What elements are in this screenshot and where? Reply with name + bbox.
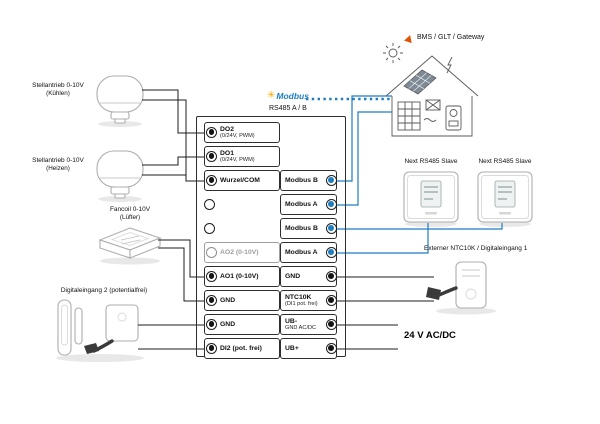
thermostat-2-illustration [477, 171, 533, 223]
terminal-dot [206, 294, 217, 306]
label-external-ntc-text: Externer NTC10K / Digitaleingang 1 [424, 245, 528, 252]
label-slave-2: Next RS485 Slave [476, 158, 534, 166]
modbus-wiring-lines [306, 95, 503, 254]
modbus-logo-text: Modbus [276, 91, 309, 101]
label-actuator-heat: Stellantrieb 0-10V (Heizen) [22, 157, 94, 173]
terminal-ub-plus: UB+ [280, 338, 337, 359]
terminal-dot [206, 174, 217, 186]
terminal-label: Modbus B [285, 224, 318, 232]
ntc-sensor-illustration [426, 261, 487, 309]
terminal-label: DI2 (pot. frei) [220, 344, 262, 352]
label-bms-gateway: BMS / GLT / Gateway [417, 34, 485, 41]
terminal-ao2: AO2 (0-10V) [204, 242, 280, 263]
terminal-do1: DO1(0/24V, PWM) [204, 146, 280, 167]
label-fancoil-main: Fancoil 0-10V [109, 206, 151, 213]
label-external-ntc: Externer NTC10K / Digitaleingang 1 [424, 245, 584, 253]
terminal-dot [325, 270, 337, 282]
label-slave-1: Next RS485 Slave [402, 158, 460, 166]
label-actuator-cool-sub: (Kühlen) [46, 90, 70, 97]
terminal-gnd-2: GND [204, 314, 280, 335]
terminal-ntc10k: NTC10K(DI1 pot. frei) [280, 290, 337, 311]
terminal-label: NTC10K [285, 293, 312, 301]
terminal-label: Wurzel/COM [220, 176, 260, 184]
label-24v-power: 24 V AC/DC [404, 330, 456, 341]
terminal-label: UB+ [285, 344, 299, 352]
terminal-dot [325, 318, 337, 330]
label-actuator-cool: Stellantrieb 0-10V (Kühlen) [22, 82, 94, 98]
terminal-label: DO1 [220, 149, 234, 157]
terminal-sublabel: (DI1 pot. frei) [285, 301, 318, 308]
terminal-dot [325, 222, 337, 234]
terminal-dot [206, 246, 217, 258]
label-actuator-heat-sub: (Heizen) [46, 165, 70, 172]
sun-icon [383, 43, 403, 63]
terminal-di2: DI2 (pot. frei) [204, 338, 280, 359]
terminal-sublabel: (0/24V, PWM) [220, 133, 255, 140]
cable-sensor-illustration [84, 304, 139, 354]
label-fancoil-sub: (Lüfter) [119, 214, 141, 221]
terminal-modbus-b-1: Modbus B [280, 170, 337, 191]
terminal-dot [206, 270, 217, 282]
terminal-dot [325, 342, 337, 354]
terminal-label: GND [220, 320, 236, 328]
device-shadows [56, 121, 531, 362]
door-contact-illustration [57, 299, 83, 356]
terminal-modbus-a-1: Modbus A [280, 194, 337, 215]
actuator-cool-illustration [96, 75, 144, 124]
terminal-dot [325, 174, 337, 186]
terminal-dot [206, 126, 217, 138]
label-digital-input-2-text: Digitaleingang 2 (potentialfrei) [60, 287, 148, 294]
label-digital-input-2: Digitaleingang 2 (potentialfrei) [44, 287, 164, 295]
terminal-dot [325, 198, 337, 210]
terminal-modbus-b-2: Modbus B [280, 218, 337, 239]
terminal-do2: DO2(0/24V, PWM) [204, 122, 280, 143]
terminal-label: Modbus B [285, 176, 318, 184]
label-actuator-cool-main: Stellantrieb 0-10V [32, 82, 84, 89]
bms-house-illustration [383, 43, 479, 137]
modbus-star-icon: ✳ [267, 90, 276, 101]
terminal-label: UB- [285, 317, 298, 325]
label-fancoil: Fancoil 0-10V (Lüfter) [98, 206, 162, 222]
label-rs485: RS485 A / B [269, 105, 307, 112]
modbus-logo: ✳ Modbus [267, 90, 309, 102]
terminal-wurzel-com: Wurzel/COM [204, 170, 280, 191]
wiring-lines [138, 89, 434, 350]
label-slave-2-text: Next RS485 Slave [478, 158, 532, 165]
label-slave-1-text: Next RS485 Slave [404, 158, 458, 165]
actuator-heat-illustration [96, 150, 144, 199]
terminal-label: AO1 (0-10V) [220, 272, 259, 280]
terminal-dot [325, 246, 337, 258]
label-actuator-heat-main: Stellantrieb 0-10V [32, 157, 84, 164]
lightning-icon [446, 56, 453, 74]
terminal-label: AO2 (0-10V) [220, 248, 259, 256]
terminal-ub-minus: UB-GND AC/DC [280, 314, 337, 335]
terminal-dot [206, 318, 217, 330]
terminal-dot [206, 150, 217, 162]
terminal-dot [325, 294, 337, 306]
terminal-label: DO2 [220, 125, 234, 133]
terminal-ao1: AO1 (0-10V) [204, 266, 280, 287]
terminal-sublabel: GND AC/DC [285, 325, 317, 332]
terminal-sublabel: (0/24V, PWM) [220, 157, 255, 164]
terminal-dot-unused-1 [204, 199, 215, 210]
terminal-modbus-a-2: Modbus A [280, 242, 337, 263]
terminal-dot [206, 342, 217, 354]
thermostat-1-illustration [403, 171, 459, 223]
terminal-label: Modbus A [285, 200, 318, 208]
terminal-gnd-right: GND [280, 266, 337, 287]
terminal-label: GND [285, 272, 301, 280]
terminal-gnd-1: GND [204, 290, 280, 311]
terminal-label: Modbus A [285, 248, 318, 256]
terminal-label: GND [220, 296, 236, 304]
terminal-dot-unused-2 [204, 223, 215, 234]
fancoil-illustration [98, 227, 162, 259]
